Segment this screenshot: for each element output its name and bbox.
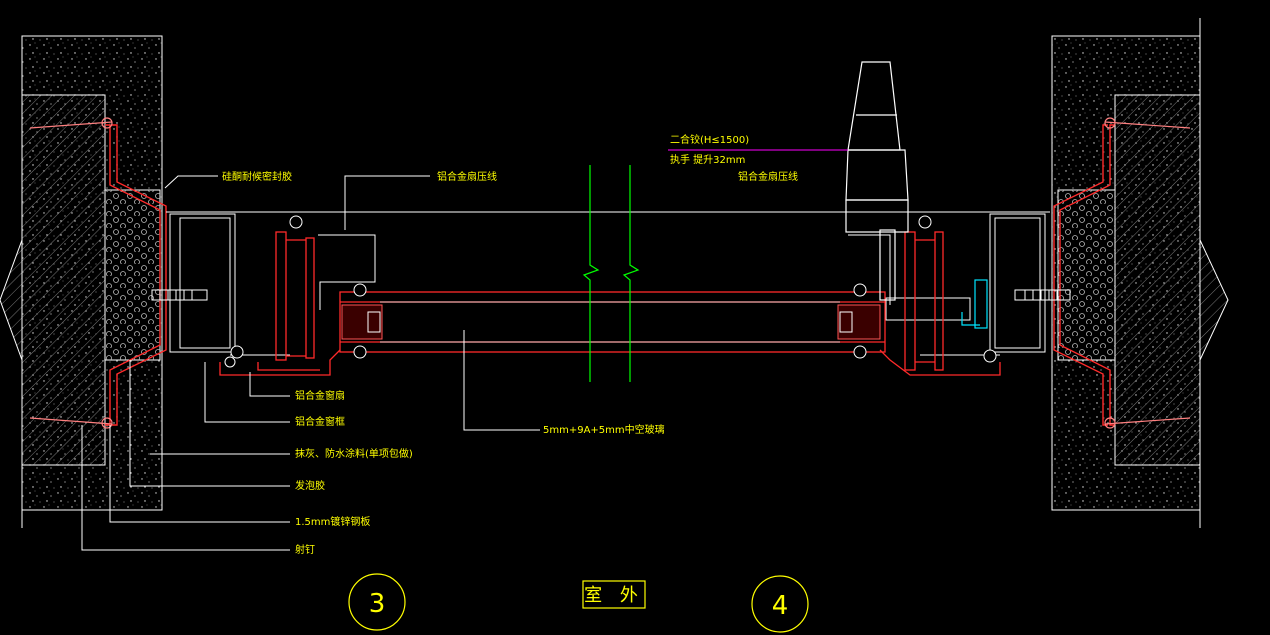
window-frame-outline bbox=[166, 211, 1050, 356]
callout-4-number: 4 bbox=[772, 591, 789, 621]
outdoor-tag: 室 外 bbox=[582, 580, 646, 609]
handle-lock bbox=[961, 279, 988, 329]
callout-3: 3 bbox=[348, 573, 406, 631]
right-steel-plate bbox=[1053, 124, 1115, 426]
label-mortar: 抹灰、防水涂料(单项包做) bbox=[295, 447, 413, 460]
label-pressing-line-right: 铝合金扇压线 bbox=[738, 170, 798, 183]
callout-4: 4 bbox=[751, 575, 809, 633]
leader-lines bbox=[81, 175, 540, 551]
handle bbox=[845, 61, 909, 301]
anchor-nails bbox=[29, 117, 1191, 429]
label-frame: 铝合金窗框 bbox=[295, 415, 345, 428]
label-sealant: 硅酮耐候密封胶 bbox=[222, 170, 292, 183]
outdoor-label: 室 外 bbox=[584, 585, 644, 606]
left-wall bbox=[0, 35, 163, 528]
left-sash-profile bbox=[219, 231, 341, 376]
label-glass: 5mm+9A+5mm中空玻璃 bbox=[543, 423, 665, 436]
break-lines bbox=[582, 165, 640, 382]
gaskets bbox=[224, 215, 997, 368]
insulated-glass-unit bbox=[339, 291, 886, 353]
left-steel-plate bbox=[105, 124, 167, 426]
callout-3-number: 3 bbox=[369, 589, 386, 619]
label-hinge: 二合铰(H≤1500) bbox=[670, 133, 749, 146]
right-wall bbox=[1051, 18, 1229, 528]
label-pressing-line-left: 铝合金扇压线 bbox=[437, 170, 497, 183]
right-sash-profile bbox=[879, 231, 1001, 376]
label-handle: 执手 提升32mm bbox=[670, 153, 745, 166]
label-anchor: 射钉 bbox=[295, 544, 315, 556]
label-steel-plate: 1.5mm镀锌钢板 bbox=[295, 515, 370, 528]
label-sash: 铝合金窗扇 bbox=[295, 389, 345, 402]
label-foam: 发泡胶 bbox=[295, 479, 325, 492]
